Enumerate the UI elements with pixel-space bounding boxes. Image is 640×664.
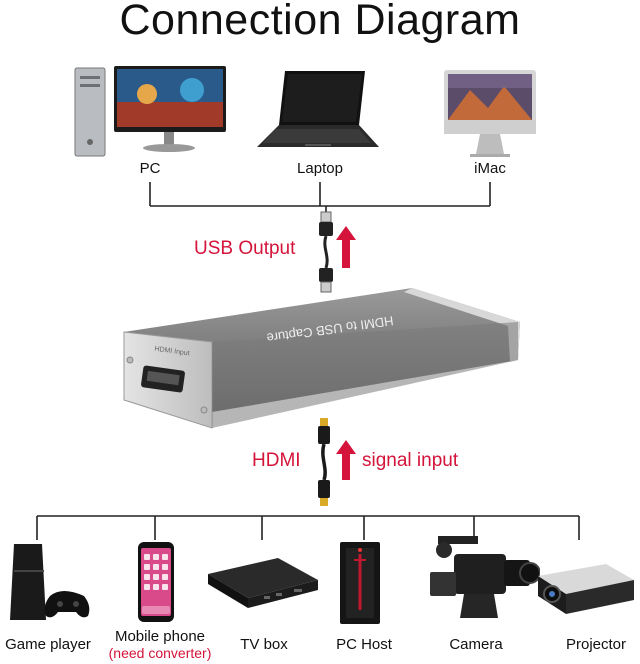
mobile-phone-icon (138, 542, 174, 622)
signal-input-label: signal input (362, 450, 459, 471)
usb-output-label: USB Output (194, 238, 296, 259)
page-title: Connection Diagram (119, 0, 521, 44)
imac-label: iMac (474, 160, 506, 177)
pc-label: PC (139, 160, 161, 177)
pc-tower-icon (340, 542, 380, 624)
game-player-label: Game player (5, 636, 91, 653)
camera-device (424, 532, 541, 622)
capture-device: HDMI to USB Capture HDMI Input (112, 282, 532, 442)
mobile-phone-device (136, 540, 176, 624)
tv-box-device (204, 556, 322, 612)
tv-box-icon (208, 558, 318, 608)
pc-host-label: PC Host (336, 636, 392, 653)
imac-device (440, 68, 540, 160)
hdmi-label: HDMI (252, 450, 301, 471)
video-camera-icon (430, 536, 541, 618)
laptop-device (255, 67, 380, 157)
projector-icon (538, 564, 634, 614)
mobile-phone-sublabel: (need converter) (108, 645, 212, 661)
arrow-up-icon (336, 226, 356, 268)
usb-cable-icon (319, 211, 333, 293)
mobile-phone-label: Mobile phone (114, 628, 206, 645)
hdmi-cable-icon (318, 418, 330, 506)
camera-label: Camera (449, 636, 503, 653)
pc-device (72, 62, 232, 162)
game-console-icon (10, 544, 90, 620)
pc-host-device (336, 540, 384, 626)
laptop-label: Laptop (297, 160, 343, 177)
laptop-icon (257, 71, 379, 147)
game-player-device (6, 540, 96, 626)
projector-device (530, 560, 640, 620)
desktop-pc-icon (74, 66, 226, 157)
projector-label: Projector (565, 636, 627, 653)
imac-icon (444, 70, 536, 157)
tv-box-label: TV box (240, 636, 288, 653)
arrow-up-icon (336, 440, 356, 480)
hdmi-capture-card-icon (123, 288, 520, 429)
